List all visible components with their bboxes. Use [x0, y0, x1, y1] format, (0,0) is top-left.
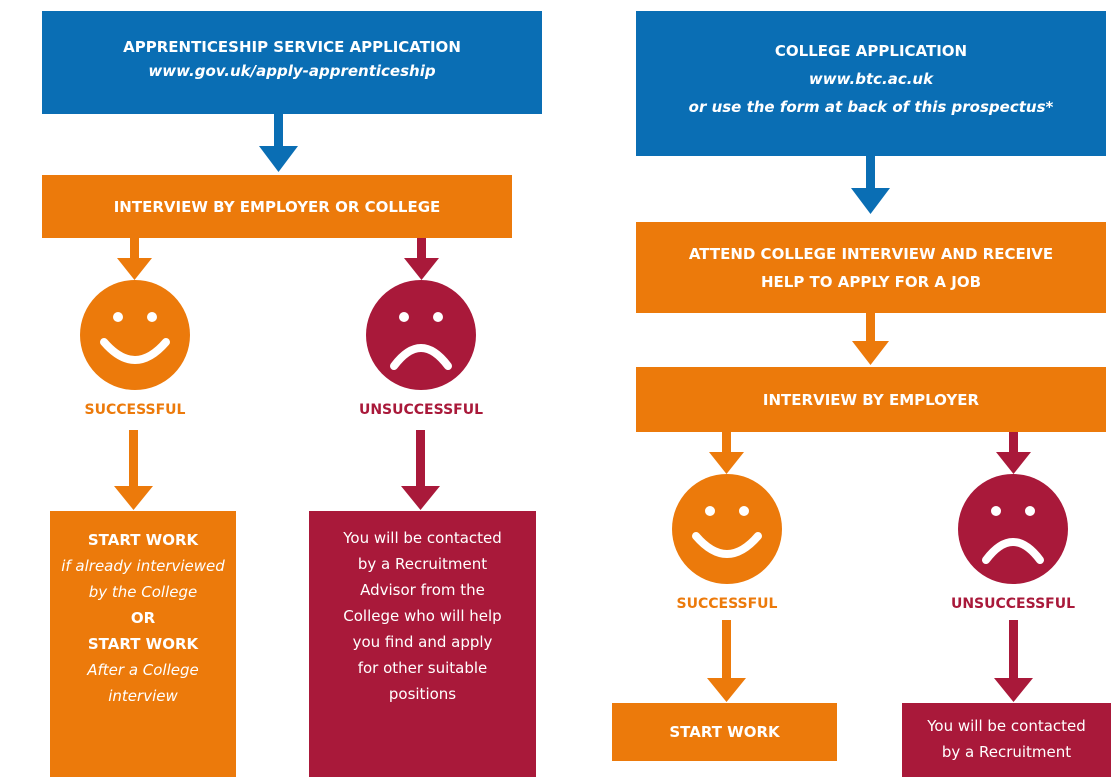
apprenticeship-application-title: APPRENTICESHIP SERVICE APPLICATION [123, 38, 461, 56]
start-work-or: OR [130, 609, 156, 627]
college-application-title: COLLEGE APPLICATION [774, 42, 968, 60]
sad-face-icon [366, 280, 476, 390]
left-contact-box: You will be contacted by a Recruitment A… [309, 511, 536, 777]
interview-employer-college-text: INTERVIEW BY EMPLOYER OR COLLEGE [113, 198, 441, 216]
interview-employer-text: INTERVIEW BY EMPLOYER [762, 391, 980, 409]
arrow-down-icon [851, 156, 890, 214]
arrow-down-icon [404, 238, 439, 280]
start-work-note: by the College [88, 583, 198, 601]
arrow-down-icon [994, 620, 1033, 702]
interview-employer-college-box: INTERVIEW BY EMPLOYER OR COLLEGE [42, 175, 512, 238]
contact-text-line: you find and apply [352, 633, 493, 651]
arrow-down-icon [709, 432, 744, 474]
arrow-down-icon [117, 238, 152, 280]
left-unsuccessful-label: UNSUCCESSFUL [358, 402, 484, 418]
right-unsuccessful-label: UNSUCCESSFUL [950, 596, 1076, 612]
contact-text-line: You will be contacted [343, 529, 502, 547]
left-start-work-box: START WORK if already interviewed by the… [50, 511, 236, 777]
start-work-note: if already interviewed [61, 557, 225, 575]
attend-college-interview-text: ATTEND COLLEGE INTERVIEW AND RECEIVE [688, 245, 1054, 263]
college-application-note: or use the form at back of this prospect… [688, 98, 1054, 116]
arrow-down-icon [114, 430, 153, 510]
interview-employer-box: INTERVIEW BY EMPLOYER [636, 367, 1106, 432]
contact-text-line: Advisor from the [360, 581, 485, 599]
arrow-down-icon [401, 430, 440, 510]
arrow-down-icon [852, 313, 889, 365]
arrow-down-icon [259, 114, 298, 172]
right-start-work-text: START WORK [669, 723, 780, 741]
right-successful-label: SUCCESSFUL [676, 596, 778, 612]
start-work-title: START WORK [87, 531, 199, 549]
contact-text-line: by a Recruitment [357, 555, 488, 573]
apprenticeship-application-url: www.gov.uk/apply-apprenticeship [148, 62, 436, 80]
college-application-url: www.btc.ac.uk [808, 70, 934, 88]
contact-text-line: positions [388, 685, 457, 703]
attend-college-interview-text: HELP TO APPLY FOR A JOB [760, 273, 982, 291]
sad-face-icon [958, 474, 1068, 584]
contact-text-line: You will be contacted [927, 717, 1086, 735]
arrow-down-icon [996, 432, 1031, 474]
arrow-down-icon [707, 620, 746, 702]
happy-face-icon [672, 474, 782, 584]
attend-college-interview-box: ATTEND COLLEGE INTERVIEW AND RECEIVE HEL… [636, 222, 1106, 313]
apprenticeship-application-box: APPRENTICESHIP SERVICE APPLICATION www.g… [42, 11, 542, 114]
start-work-note: After a College [87, 661, 199, 679]
contact-text-line: College who will help [343, 607, 502, 625]
happy-face-icon [80, 280, 190, 390]
start-work-title: START WORK [87, 635, 199, 653]
right-contact-box: You will be contacted by a Recruitment [902, 703, 1111, 777]
right-start-work-box: START WORK [612, 703, 837, 761]
contact-text-line: by a Recruitment [941, 743, 1072, 761]
left-successful-label: SUCCESSFUL [84, 402, 186, 418]
college-application-box: COLLEGE APPLICATION www.btc.ac.uk or use… [636, 11, 1106, 156]
start-work-note: interview [108, 687, 178, 705]
contact-text-line: for other suitable [357, 659, 488, 677]
